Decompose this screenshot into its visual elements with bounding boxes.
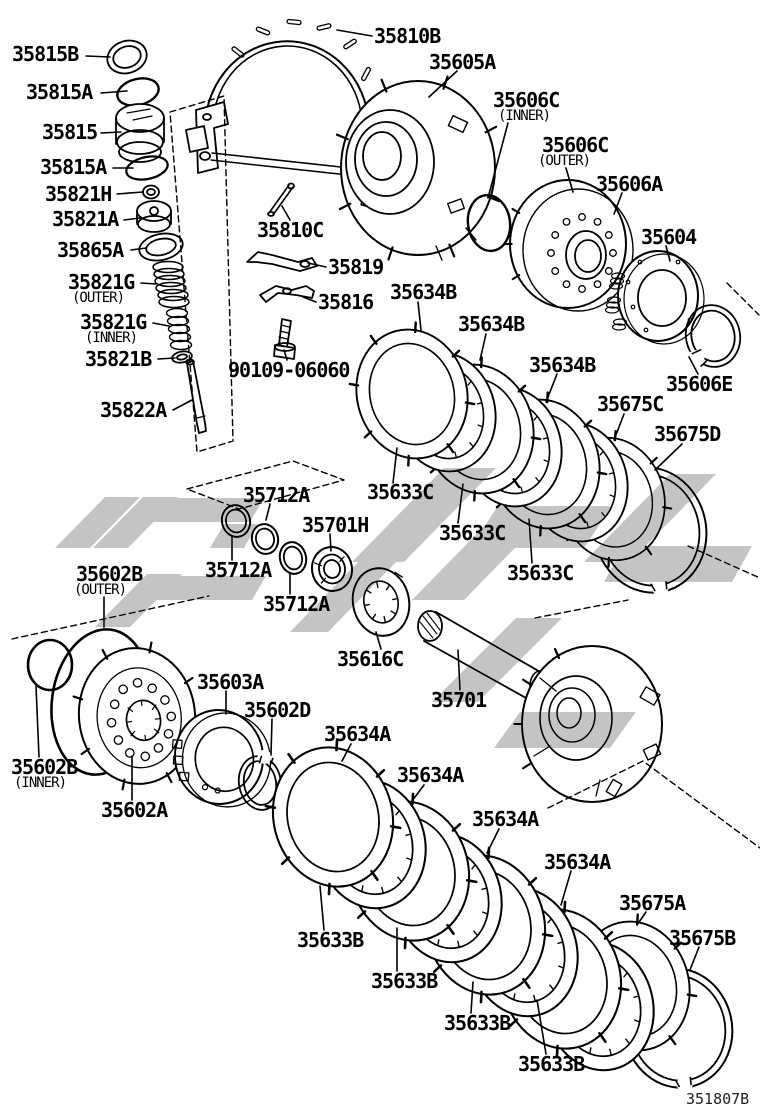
callout-35633B-1: 35633B <box>297 928 364 952</box>
clutch-pack-b3-drawing <box>253 728 734 1093</box>
o-ring-35815A-lower <box>125 155 169 181</box>
snap-ring-35606E <box>684 304 742 369</box>
callout-35602B-inner: 35602B <box>11 755 78 779</box>
callout-35816: 35816 <box>318 290 374 314</box>
callout-35634B-3: 35634B <box>529 353 596 377</box>
nut-35821H <box>142 184 160 200</box>
callout-35701H: 35701H <box>302 513 369 537</box>
callout-35633B-4: 35633B <box>518 1052 585 1076</box>
callout-35865A: 35865A <box>57 238 124 262</box>
callout-35821H: 35821H <box>45 182 112 206</box>
callout-35634A-2: 35634A <box>397 763 464 787</box>
band-strut <box>210 152 351 176</box>
callout-35602B-inner-qualifier: (INNER) <box>14 775 67 791</box>
callout-35675D: 35675D <box>654 422 721 446</box>
pump-group-drawing <box>26 628 283 811</box>
clutch-drum-35605A <box>335 75 501 261</box>
callout-35821A: 35821A <box>52 207 119 231</box>
snap-ring-35815B <box>106 39 148 75</box>
callout-35634A-3: 35634A <box>472 807 539 831</box>
callout-35701: 35701 <box>431 688 487 712</box>
callout-35602B-outer-qualifier: (OUTER) <box>74 582 127 598</box>
callout-35634B-2: 35634B <box>458 312 525 336</box>
callout-35815: 35815 <box>42 120 98 144</box>
callout-35675C: 35675C <box>597 392 664 416</box>
callout-35602A: 35602A <box>101 798 168 822</box>
callout-35602B-outer: 35602B <box>76 562 143 586</box>
callout-35675B: 35675B <box>669 926 736 950</box>
callout-35634B-1: 35634B <box>390 280 457 304</box>
callout-35605A: 35605A <box>429 50 496 74</box>
callout-35602D: 35602D <box>244 698 311 722</box>
piston-35815 <box>115 103 165 163</box>
one-way-clutch-35603A <box>171 709 272 808</box>
spring-35821G-outer <box>152 260 190 309</box>
spring-plate-35604 <box>604 250 705 345</box>
callout-35633C-1: 35633C <box>367 480 434 504</box>
pump-body-35602A <box>72 641 202 791</box>
callout-35821G-outer: 35821G <box>68 270 135 294</box>
callout-35633C-3: 35633C <box>507 561 574 585</box>
o-ring-35602B-inner <box>26 638 74 692</box>
callout-35606C-inner-qualifier: (INNER) <box>498 108 551 124</box>
callout-35819: 35819 <box>328 255 384 279</box>
callout-35633B-3: 35633B <box>444 1011 511 1035</box>
callout-35815A-2: 35815A <box>40 155 107 179</box>
accumulator-parts-drawing <box>106 39 207 434</box>
watermark-logo <box>55 468 752 748</box>
callout-35822A: 35822A <box>100 398 167 422</box>
callout-35712A-3: 35712A <box>263 592 330 616</box>
callout-35606A: 35606A <box>596 172 663 196</box>
callout-35815A-1: 35815A <box>26 80 93 104</box>
callout-35616C: 35616C <box>337 647 404 671</box>
drawing-code: 351807B <box>686 1090 750 1108</box>
callout-35606C-outer: 35606C <box>542 133 609 157</box>
spring-35821G-inner <box>165 307 193 351</box>
bracket-35816 <box>259 285 315 303</box>
piston-35821A <box>136 200 172 233</box>
rod-35822A <box>185 358 207 434</box>
callout-35634A-4: 35634A <box>544 850 611 874</box>
callout-35604: 35604 <box>641 225 697 249</box>
callout-35634A-1: 35634A <box>324 722 391 746</box>
callout-35712A-1: 35712A <box>243 483 310 507</box>
callout-35815B: 35815B <box>12 42 79 66</box>
callout-35606C-inner: 35606C <box>493 88 560 112</box>
callout-35633B-2: 35633B <box>371 969 438 993</box>
callout-35821G-inner-qualifier: (INNER) <box>85 330 138 346</box>
band-slots <box>231 18 371 82</box>
callout-35675A: 35675A <box>619 891 686 915</box>
pin-35810C <box>267 182 295 217</box>
callout-35606E: 35606E <box>666 372 733 396</box>
callout-90109-06060: 90109-06060 <box>228 358 350 382</box>
callout-35821G-outer-qualifier: (OUTER) <box>72 290 125 306</box>
lever-35819 <box>246 251 318 272</box>
o-ring-35606C-inner <box>466 193 512 253</box>
callout-35810C: 35810C <box>257 218 324 242</box>
callout-35810B: 35810B <box>374 24 441 48</box>
callout-35821G-inner: 35821G <box>80 310 147 334</box>
clutch-pack-b2-drawing <box>338 312 708 597</box>
callout-35633C-2: 35633C <box>439 521 506 545</box>
callout-35606C-outer-qualifier: (OUTER) <box>538 153 591 169</box>
callout-35712A-2: 35712A <box>205 558 272 582</box>
callout-35821B: 35821B <box>85 347 152 371</box>
ring-35865A <box>138 232 184 262</box>
callout-35603A: 35603A <box>197 670 264 694</box>
piston-assembly-35606A <box>504 179 634 312</box>
